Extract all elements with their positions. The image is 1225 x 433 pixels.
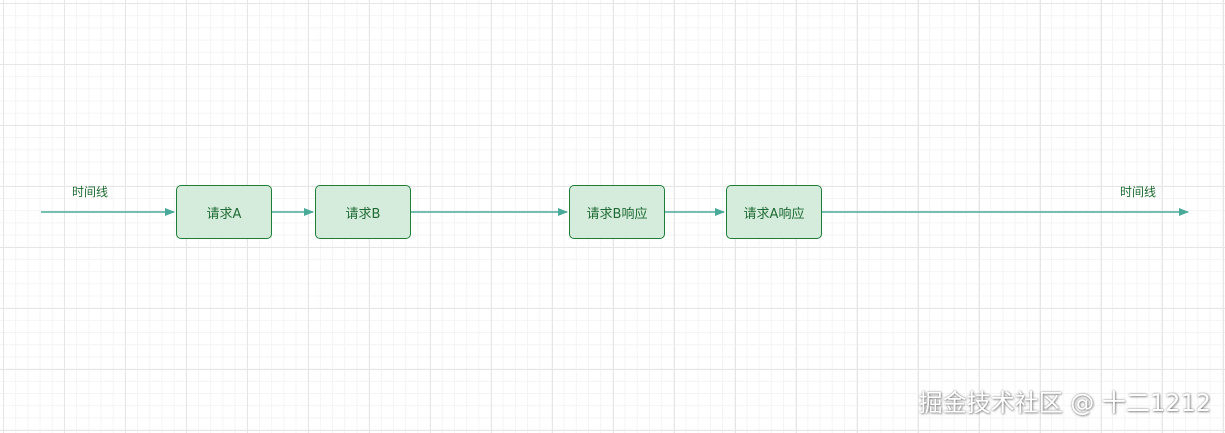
timeline-label-start: 时间线 (72, 185, 109, 199)
timeline-label-end: 时间线 (1120, 185, 1157, 199)
node-request-a: 请求A (176, 185, 272, 239)
watermark: 掘金技术社区 @ 十二1212 (918, 389, 1211, 417)
node-request-a-response: 请求A响应 (726, 185, 822, 239)
node-request-b: 请求B (315, 185, 411, 239)
node-request-b-response: 请求B响应 (569, 185, 665, 239)
